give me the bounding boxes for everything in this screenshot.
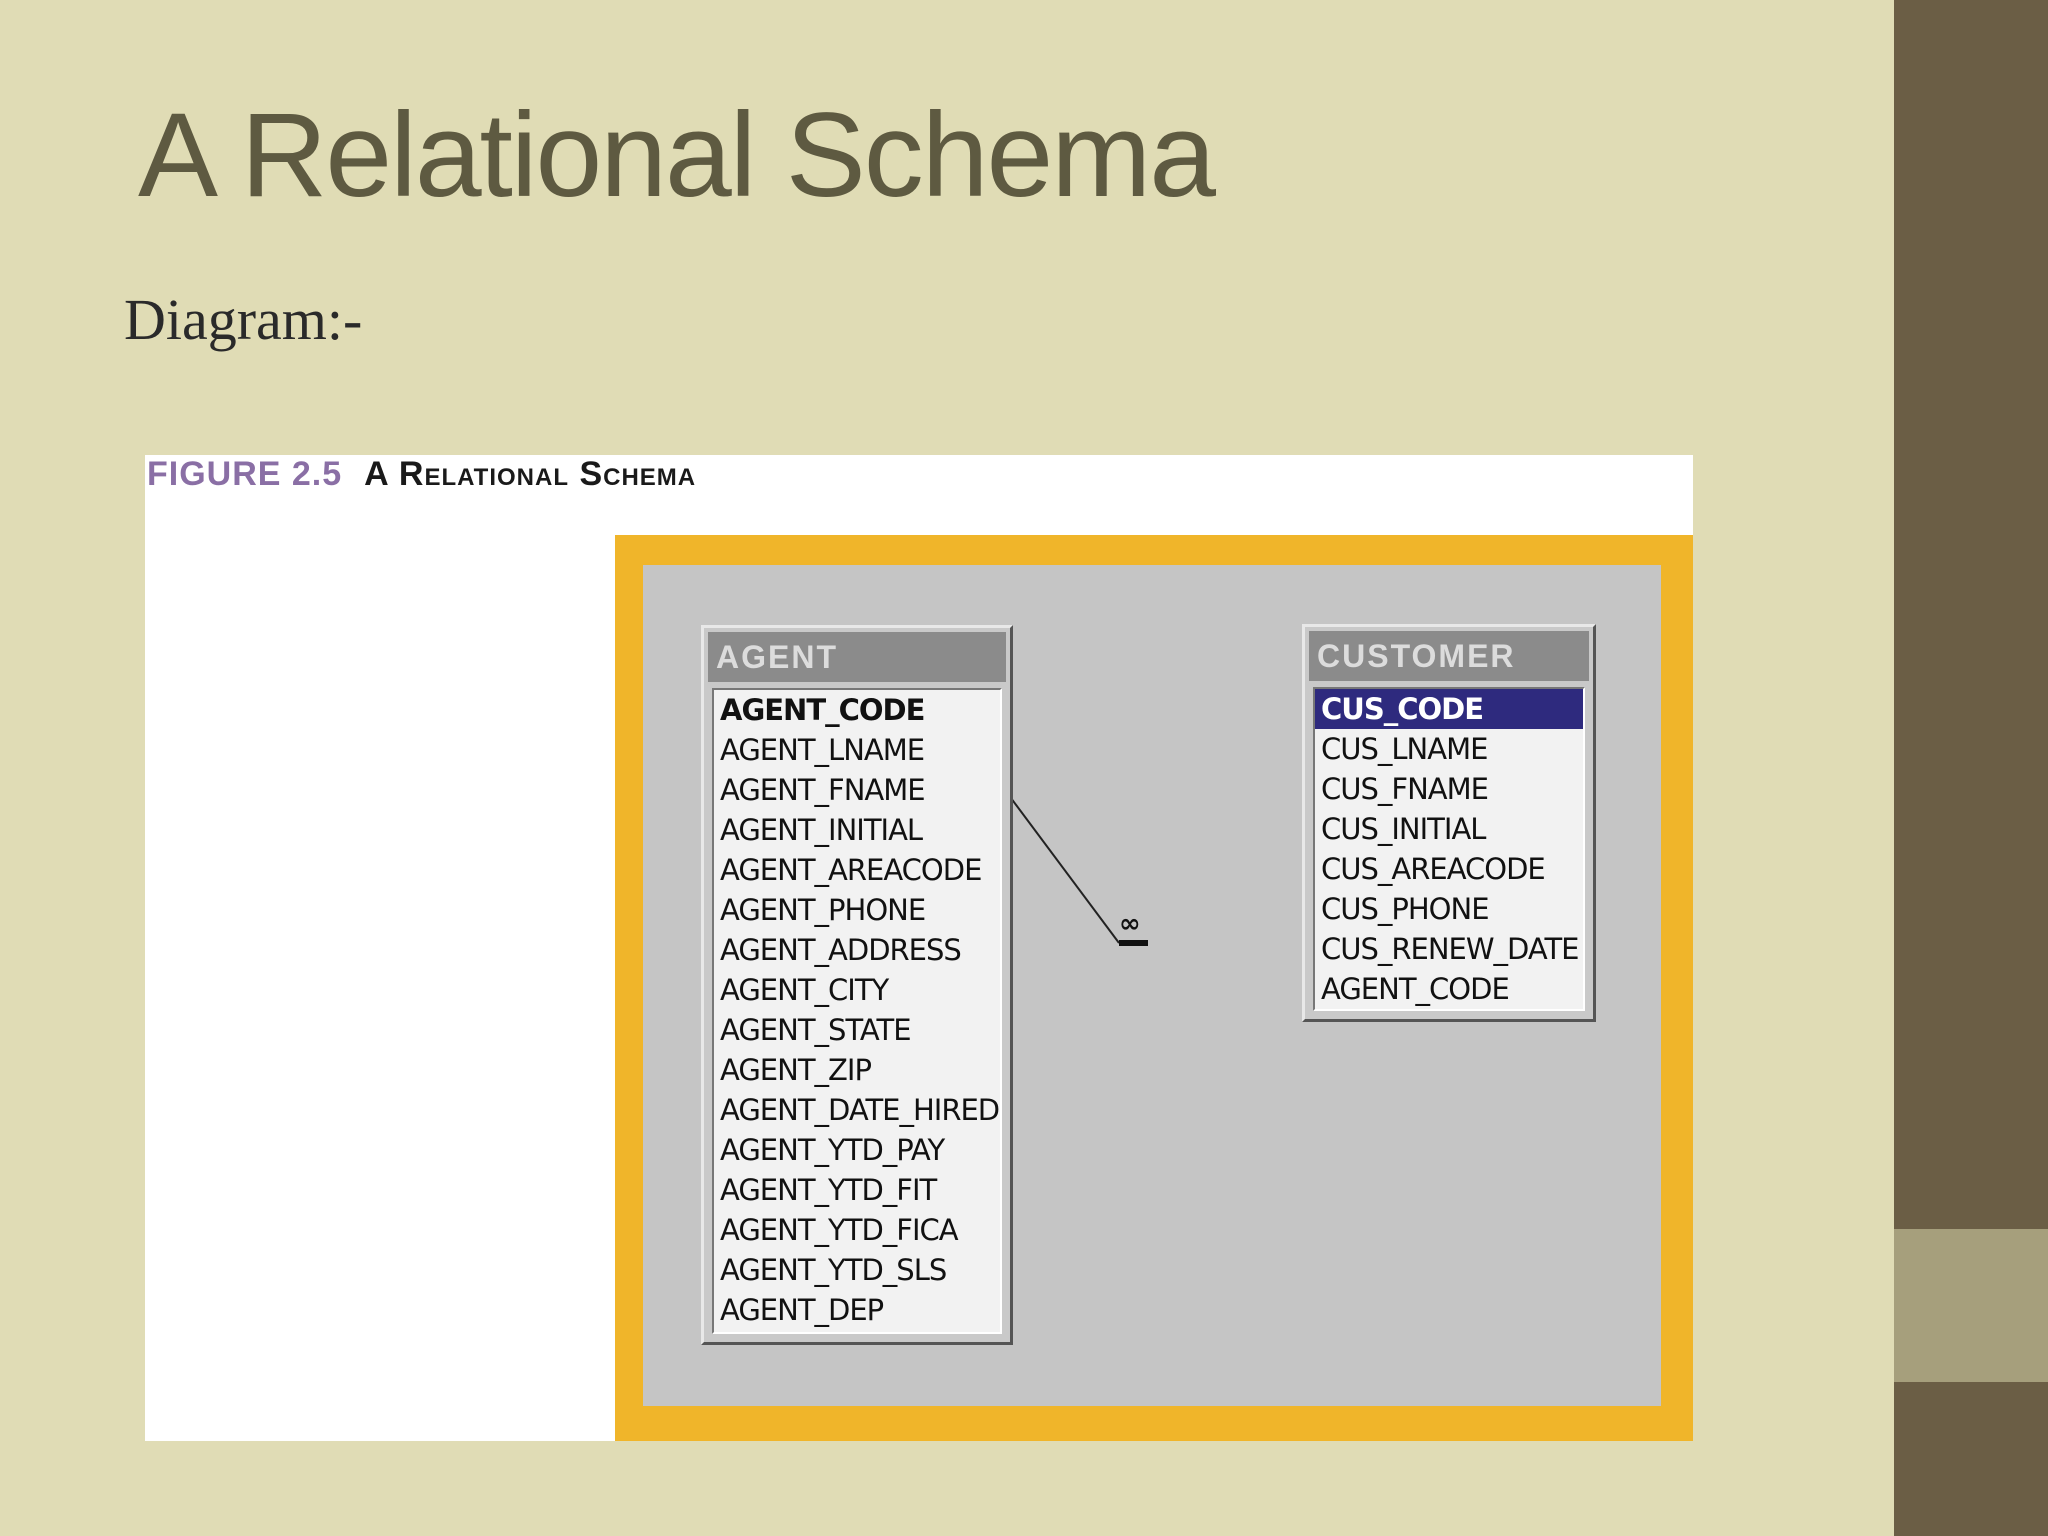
figure-caption: FIGURE 2.5 A Relational Schema <box>147 455 696 494</box>
figure-caption-text: A Relational Schema <box>364 455 697 493</box>
agent-field-list: AGENT_CODE AGENT_LNAME AGENT_FNAME AGENT… <box>712 688 1002 1334</box>
field-agent-lname[interactable]: AGENT_LNAME <box>720 733 925 767</box>
field-cus-lname[interactable]: CUS_LNAME <box>1321 732 1488 766</box>
field-agent-code[interactable]: AGENT_CODE <box>720 693 925 727</box>
relationships-canvas: 1 ∞ AGENT AGENT_CODE AGENT_LNAME AGENT_F… <box>643 565 1661 1406</box>
field-agent-ytd-fica[interactable]: AGENT_YTD_FICA <box>720 1213 959 1247</box>
field-agent-dep[interactable]: AGENT_DEP <box>720 1293 884 1327</box>
field-agent-ytd-pay[interactable]: AGENT_YTD_PAY <box>720 1133 945 1167</box>
agent-table[interactable]: AGENT AGENT_CODE AGENT_LNAME AGENT_FNAME… <box>701 625 1013 1345</box>
field-customer-agent-code[interactable]: AGENT_CODE <box>1321 972 1510 1006</box>
customer-table[interactable]: CUSTOMER CUS_CODE CUS_LNAME CUS_FNAME CU… <box>1302 624 1596 1022</box>
figure-image: FIGURE 2.5 A Relational Schema 1 ∞ AGENT … <box>145 455 1693 1441</box>
field-cus-initial[interactable]: CUS_INITIAL <box>1321 812 1486 846</box>
field-cus-renew-date[interactable]: CUS_RENEW_DATE <box>1321 932 1580 966</box>
field-agent-date-hired[interactable]: AGENT_DATE_HIRED <box>720 1093 1000 1127</box>
field-agent-ytd-fit[interactable]: AGENT_YTD_FIT <box>720 1173 937 1207</box>
field-agent-initial[interactable]: AGENT_INITIAL <box>720 813 923 847</box>
field-cus-areacode[interactable]: CUS_AREACODE <box>1321 852 1546 886</box>
figure-number: FIGURE 2.5 <box>147 455 343 493</box>
customer-field-list: CUS_CODE CUS_LNAME CUS_FNAME CUS_INITIAL… <box>1313 687 1585 1011</box>
field-agent-state[interactable]: AGENT_STATE <box>720 1013 912 1047</box>
sidebar-accent <box>1894 1229 2048 1382</box>
slide-subtitle: Diagram:- <box>124 287 363 352</box>
agent-table-header: AGENT <box>708 632 1006 682</box>
diagram-frame: 1 ∞ AGENT AGENT_CODE AGENT_LNAME AGENT_F… <box>615 535 1693 1441</box>
field-agent-phone[interactable]: AGENT_PHONE <box>720 893 926 927</box>
field-cus-fname[interactable]: CUS_FNAME <box>1321 772 1489 806</box>
field-agent-fname[interactable]: AGENT_FNAME <box>720 773 926 807</box>
field-cus-phone[interactable]: CUS_PHONE <box>1321 892 1490 926</box>
customer-table-header: CUSTOMER <box>1309 631 1589 681</box>
field-agent-address[interactable]: AGENT_ADDRESS <box>720 933 962 967</box>
field-agent-areacode[interactable]: AGENT_AREACODE <box>720 853 982 887</box>
field-agent-city[interactable]: AGENT_CITY <box>720 973 889 1007</box>
slide-title: A Relational Schema <box>138 88 1216 222</box>
relationship-many-label: ∞ <box>1119 909 1141 939</box>
field-agent-zip[interactable]: AGENT_ZIP <box>720 1053 872 1087</box>
field-agent-ytd-sls[interactable]: AGENT_YTD_SLS <box>720 1253 947 1287</box>
field-cus-code[interactable]: CUS_CODE <box>1315 689 1583 729</box>
